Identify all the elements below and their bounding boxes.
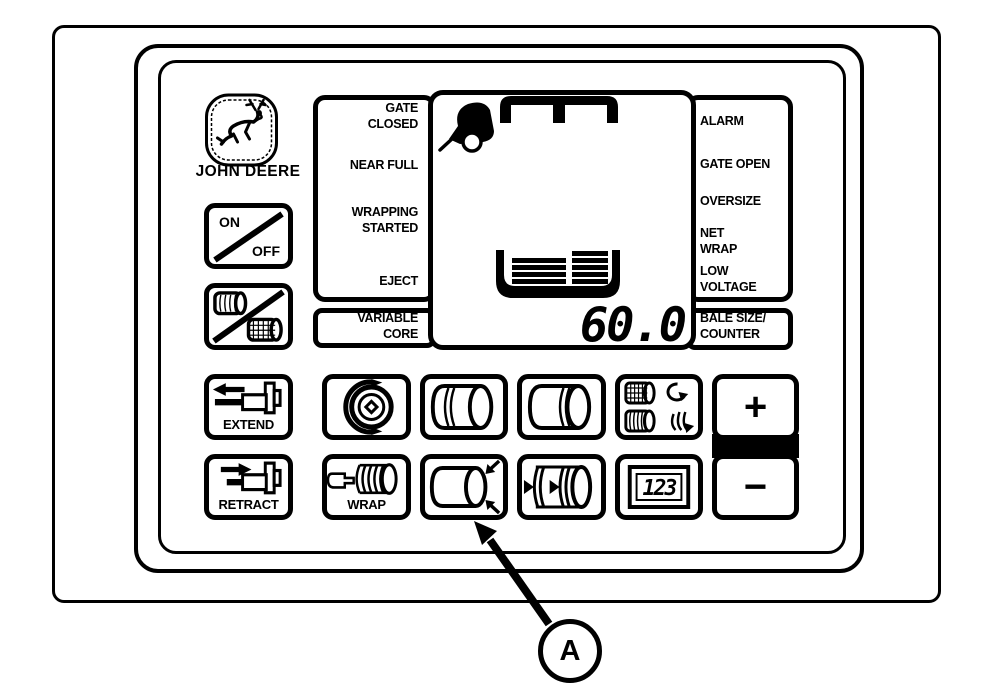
baler-icon [438,102,494,153]
status-alarm: ALARM [700,114,744,128]
counter-button[interactable]: 123 [615,454,703,520]
status-near-full: NEAR FULL [349,158,418,172]
bale-size-counter-panel [686,308,793,350]
bale-cylinder-left-icon [430,384,494,430]
bale-cylinder-right-icon [527,384,592,430]
plus-button[interactable]: + [712,374,799,440]
lcd-display: 60.0 [428,90,696,350]
display-value: 60.0 [580,298,686,345]
brand-text: JOHN DEERE [195,163,301,180]
john-deere-deer-icon [205,93,278,167]
hand-wrap-icon [327,463,398,495]
extend-button[interactable]: EXTEND [204,374,293,440]
twine-net-toggle-button[interactable] [204,283,293,350]
on-off-button[interactable]: ON OFF [204,203,293,269]
twine-net-crossed-icon [212,289,285,344]
john-deere-logo [203,92,280,168]
on-off-slash-icon [213,211,284,263]
bale-size-button[interactable] [420,454,508,520]
retract-label: RETRACT [218,497,279,512]
off-label: OFF [252,243,280,259]
bale-density-button[interactable] [322,374,411,440]
status-eject: EJECT [379,274,418,288]
wrap-label: WRAP [347,497,386,512]
plus-label: + [743,384,768,429]
status-net-wrap: NET WRAP [700,226,737,256]
status-bale-size-counter: BALE SIZE/ COUNTER [700,311,766,341]
variable-core-panel [313,308,436,348]
bale-size-arrows-icon [429,459,501,515]
callout-circle: A [538,619,602,683]
counter-digits: 123 [643,476,677,501]
left-status-panel [313,95,436,302]
net-twine-rolls-icon [624,381,695,433]
cylinder-extend-icon [212,381,282,415]
bale-shape-right-button[interactable] [517,374,606,440]
bale-press-button[interactable] [517,454,606,520]
status-wrapping-started: WRAPPING STARTED [351,205,419,235]
retract-button[interactable]: RETRACT [204,454,293,520]
status-oversize: OVERSIZE [700,194,761,208]
net-twine-select-button[interactable] [615,374,703,440]
wrap-button[interactable]: WRAP [322,454,411,520]
bale-density-belt-icon [343,379,394,435]
gate-closed-indicator-icon [500,96,618,123]
on-label: ON [219,214,240,230]
callout-label: A [559,634,581,667]
minus-button[interactable]: − [712,454,799,520]
cylinder-retract-icon [220,461,282,495]
status-low-voltage: LOW VOLTAGE [700,264,757,294]
bale-press-arrows-icon [523,465,593,509]
status-gate-open: GATE OPEN [700,157,770,171]
bale-shape-left-button[interactable] [420,374,508,440]
status-gate-closed: GATE CLOSED [367,101,419,131]
extend-label: EXTEND [223,417,274,432]
status-variable-core: VARIABLE CORE [357,311,418,341]
right-status-panel [686,95,793,302]
minus-label: − [743,464,768,509]
counter-display-icon: 123 [627,465,691,509]
bale-fill-indicator-icon [496,250,620,298]
